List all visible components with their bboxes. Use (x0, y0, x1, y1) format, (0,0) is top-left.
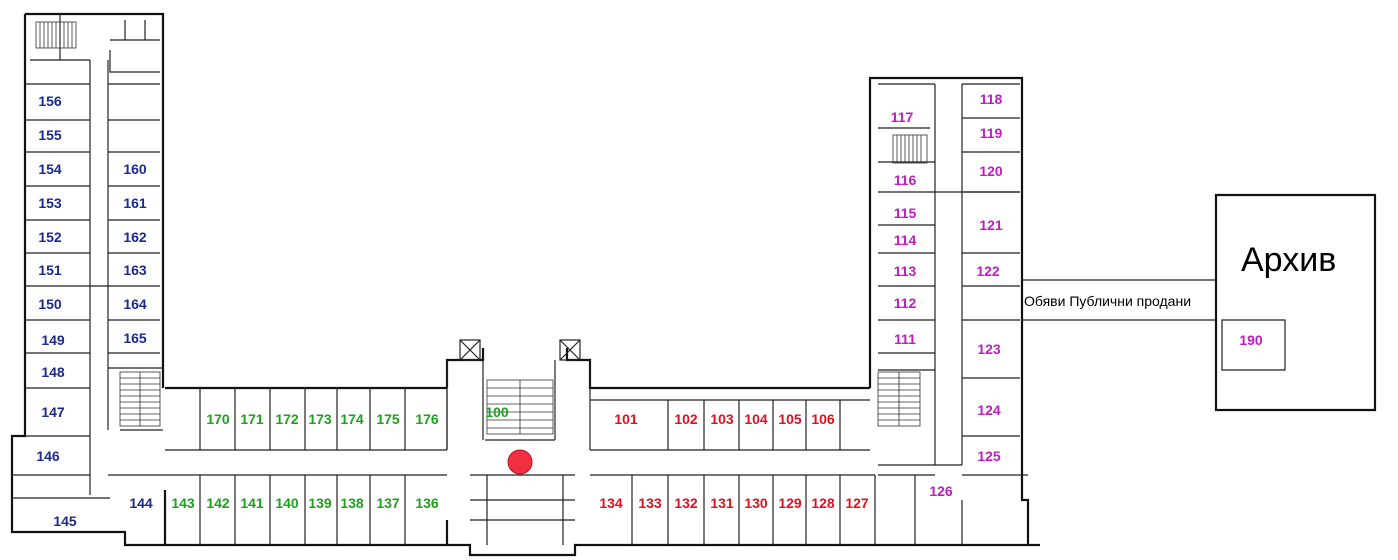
room-label-129: 129 (778, 495, 802, 511)
room-label-133: 133 (638, 495, 662, 511)
room-label-137: 137 (376, 495, 400, 511)
central-walls (165, 339, 876, 557)
room-label-115: 115 (894, 205, 917, 221)
room-label-141: 141 (240, 495, 264, 511)
room-label-190: 190 (1239, 332, 1263, 348)
room-label-119: 119 (980, 125, 1003, 141)
room-label-126: 126 (929, 483, 953, 499)
current-location-marker (507, 449, 533, 475)
room-label-132: 132 (674, 495, 698, 511)
room-label-124: 124 (977, 402, 1001, 418)
room-label-164: 164 (123, 296, 147, 312)
room-label-117: 117 (891, 109, 914, 125)
room-label-121: 121 (979, 217, 1003, 233)
room-label-163: 163 (123, 262, 147, 278)
room-label-128: 128 (811, 495, 835, 511)
room-label-172: 172 (275, 411, 299, 427)
room-label-102: 102 (674, 411, 698, 427)
room-label-118: 118 (980, 91, 1003, 107)
room-label-162: 162 (123, 229, 147, 245)
room-label-154: 154 (38, 161, 62, 177)
left-top-stairs (35, 21, 77, 49)
right-lower-stairs (877, 371, 921, 427)
left-wing-walls (10, 12, 447, 547)
room-label-144: 144 (129, 495, 153, 511)
room-label-156: 156 (38, 93, 62, 109)
room-label-174: 174 (340, 411, 364, 427)
room-label-140: 140 (275, 495, 299, 511)
room-label-100: 100 (485, 404, 509, 420)
room-label-173: 173 (308, 411, 332, 427)
room-label-171: 171 (240, 411, 264, 427)
left-lower-stairs (119, 371, 161, 427)
room-label-161: 161 (123, 195, 147, 211)
archive-label: Архив (1241, 241, 1336, 279)
room-label-175: 175 (376, 411, 400, 427)
room-label-123: 123 (977, 341, 1001, 357)
annex-label: Обяви Публични продани (1024, 293, 1191, 309)
room-label-111: 111 (894, 331, 916, 347)
room-label-130: 130 (744, 495, 768, 511)
room-label-125: 125 (977, 448, 1001, 464)
room-label-170: 170 (206, 411, 230, 427)
room-label-116: 116 (894, 172, 917, 188)
central-stairs (486, 379, 554, 435)
room-label-148: 148 (41, 364, 65, 380)
room-label-106: 106 (811, 411, 835, 427)
room-label-147: 147 (41, 404, 65, 420)
room-label-113: 113 (894, 263, 917, 279)
room-label-153: 153 (38, 195, 62, 211)
room-label-122: 122 (976, 263, 1000, 279)
room-label-149: 149 (41, 332, 65, 348)
room-label-146: 146 (36, 448, 60, 464)
room-label-151: 151 (38, 262, 62, 278)
room-label-103: 103 (710, 411, 734, 427)
room-label-112: 112 (894, 295, 917, 311)
room-label-150: 150 (38, 296, 62, 312)
room-label-145: 145 (53, 513, 77, 529)
room-label-152: 152 (38, 229, 62, 245)
room-label-155: 155 (38, 127, 62, 143)
room-labels: 156 155 154 153 152 151 150 149 148 147 146 145 144 1… (36, 91, 1263, 529)
room-label-105: 105 (778, 411, 802, 427)
room-label-104: 104 (744, 411, 768, 427)
right-upper-stairs (892, 134, 928, 164)
room-label-127: 127 (845, 495, 869, 511)
room-label-134: 134 (599, 495, 623, 511)
room-label-114: 114 (894, 232, 917, 248)
room-label-120: 120 (979, 163, 1003, 179)
room-label-131: 131 (710, 495, 734, 511)
room-label-176: 176 (415, 411, 439, 427)
room-label-138: 138 (340, 495, 364, 511)
room-label-142: 142 (206, 495, 230, 511)
room-label-101: 101 (614, 411, 638, 427)
right-wing-walls (868, 76, 1377, 547)
room-label-165: 165 (123, 330, 147, 346)
room-label-139: 139 (308, 495, 332, 511)
room-label-143: 143 (171, 495, 195, 511)
room-label-160: 160 (123, 161, 147, 177)
room-label-136: 136 (415, 495, 439, 511)
